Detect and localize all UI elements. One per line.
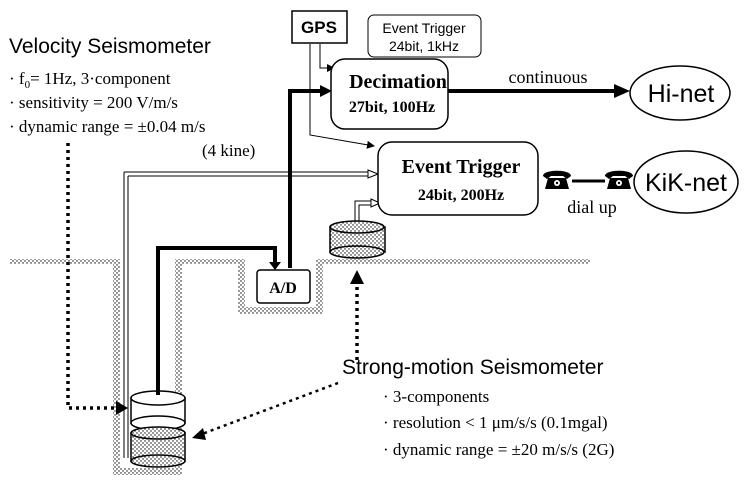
decimation-spec: 27bit, 100Hz [349,99,435,116]
strong-motion-spec-dynamic-range: · dynamic range = ±20 m/s/s (2G) [383,440,614,459]
velocity-specs: · f0= 1Hz, 3·component · sensitivity = 2… [9,69,255,160]
hinet-node: Hi-net [629,65,731,121]
borehole-strong-motion-cylinder [130,426,186,468]
ad-converter-box: A/D [256,269,311,304]
ad-label: A/D [269,280,297,297]
decimation-title: Decimation [349,71,447,93]
event-trigger-box: Event Trigger 24bit, 200Hz [377,141,539,216]
velocity-spec-kine: (4 kine) [202,141,255,160]
dialup-label: dial up [567,197,617,217]
gps-box: GPS [291,10,348,44]
velocity-spec-frequency: · f0= 1Hz, 3·component [9,69,171,91]
cable-to-ad [156,246,277,395]
velocity-pointer-arrowhead [116,401,128,415]
continuous-label: continuous [509,67,588,87]
cable-ad-to-decimation-arrowhead [320,85,332,97]
telephone-icon [605,170,633,189]
strong-motion-pointer-down-arrowhead [192,428,206,440]
strong-motion-specs: · 3-components · resolution < 1 μm/s/s (… [383,387,614,459]
strong-motion-title: Strong-motion Seismometer [342,356,603,379]
velocity-title: Velocity Seismometer [9,35,211,58]
surface-strong-motion-cylinder [329,220,386,259]
velocity-spec-dynamic-range: · dynamic range = ±0.04 m/s [9,117,205,136]
gps-to-trigger-link [309,44,375,149]
kiknet-label: KiK-net [645,169,727,197]
event-trigger-spec: 24bit, 200Hz [418,187,504,204]
event-trigger-small-box: Event Trigger 24bit, 1kHz [367,14,482,58]
surface-to-trigger-link [358,204,372,221]
ground-surface [10,259,590,475]
gps-label: GPS [301,18,337,37]
kiknet-node: KiK-net [633,150,739,214]
event-trigger-small-spec: 24bit, 1kHz [389,38,459,54]
surface-to-trigger-link [354,200,376,221]
strong-motion-spec-resolution: · resolution < 1 μm/s/s (0.1mgal) [383,413,608,432]
strong-motion-pointer-down [201,381,339,436]
velocity-spec-sensitivity: · sensitivity = 200 V/m/s [9,93,178,112]
hinet-label: Hi-net [648,80,715,108]
velocity-pointer [66,143,118,410]
continuous-link-arrowhead [614,84,630,98]
cable-to-ad-arrowhead [269,262,281,270]
gps-to-decimation-link [319,44,335,72]
cable-ad-to-decimation [288,89,322,268]
velocity-seismometer-cylinder [130,390,186,431]
event-trigger-small-title: Event Trigger [382,20,466,36]
telephone-icon [543,170,571,189]
borehole-to-trigger-arrowhead [367,169,380,179]
strong-motion-pointer-up-arrowhead [350,270,364,284]
strong-motion-spec-components: · 3-components [383,387,489,406]
event-trigger-title: Event Trigger [402,156,521,178]
decimation-box: Decimation 27bit, 100Hz [330,58,449,130]
surface-to-trigger-arrowhead [370,198,382,208]
